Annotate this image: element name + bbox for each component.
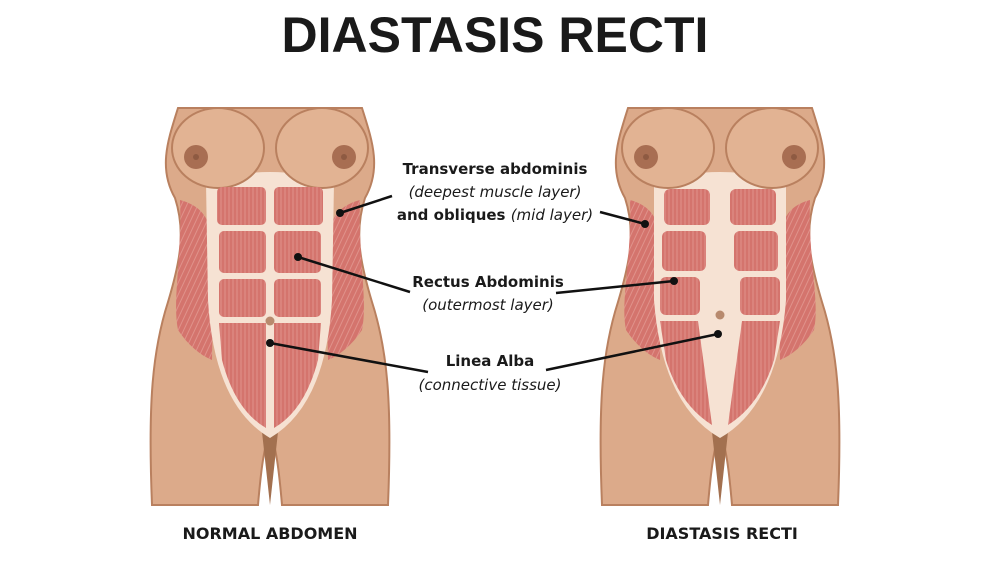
label-rectus-abdominis: Rectus Abdominis (outermost layer) xyxy=(412,273,564,314)
normal-abdomen-figure xyxy=(149,107,391,506)
left-oblique xyxy=(176,200,214,360)
right-oblique xyxy=(326,200,364,360)
label-linea-line1: Linea Alba xyxy=(446,352,535,370)
label-transverse-line1: Transverse abdominis xyxy=(403,160,588,178)
label-mid-layer: (mid layer) xyxy=(511,206,593,224)
label-transverse-line2: (deepest muscle layer) xyxy=(409,183,582,201)
rectus-abdominis-separated xyxy=(660,189,780,425)
caption-normal-abdomen: NORMAL ABDOMEN xyxy=(182,524,357,543)
pointer-lines xyxy=(266,194,722,374)
label-rectus-line1: Rectus Abdominis xyxy=(412,273,564,291)
caption-diastasis-recti: DIASTASIS RECTI xyxy=(646,524,798,543)
label-transverse-line3: and obliques (mid layer) xyxy=(397,206,593,224)
label-obliques: and obliques xyxy=(397,206,511,224)
rectus-abdominis-normal xyxy=(217,187,323,428)
label-transverse-abdominis: Transverse abdominis (deepest muscle lay… xyxy=(397,160,593,224)
label-linea-alba: Linea Alba (connective tissue) xyxy=(419,352,562,394)
navel xyxy=(265,316,275,326)
page-title: DIASTASIS RECTI xyxy=(282,7,709,63)
diastasis-recti-figure xyxy=(599,107,841,506)
label-rectus-line2: (outermost layer) xyxy=(422,296,554,314)
label-linea-line2: (connective tissue) xyxy=(419,376,562,394)
